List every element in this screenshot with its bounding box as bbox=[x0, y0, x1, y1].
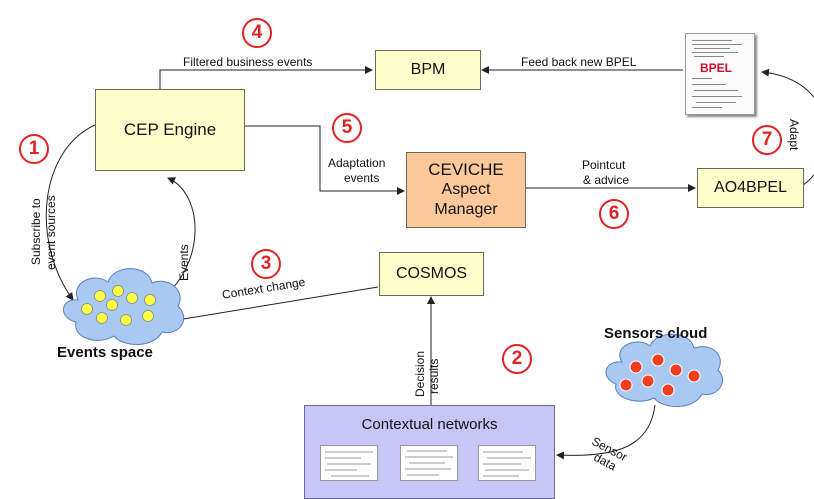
edge-adapt bbox=[761, 68, 814, 186]
bpm-label: BPM bbox=[410, 61, 446, 78]
edge-subscribe bbox=[45, 124, 96, 301]
edge-context-change bbox=[164, 286, 379, 325]
subscribe-label-line1: Subscribe to bbox=[29, 198, 43, 265]
ao4bpel-box: AO4BPEL bbox=[697, 168, 804, 208]
step-marker-1: 1 bbox=[19, 134, 49, 164]
sensors-cloud bbox=[605, 333, 724, 407]
edge-cep-to-bpm bbox=[159, 66, 373, 90]
events-space-cloud bbox=[63, 268, 185, 345]
step-marker-6: 6 bbox=[599, 199, 629, 229]
adaptation-events-label-line1: Adaptation bbox=[328, 156, 386, 170]
ceviche-label-line2: Aspect bbox=[441, 181, 491, 198]
contextual-networks-label: Contextual networks bbox=[361, 416, 498, 433]
decision-results-label-line1: Decision bbox=[413, 350, 427, 397]
step-marker-3: 3 bbox=[251, 249, 281, 279]
edge-sensor-data bbox=[556, 404, 656, 460]
ceviche-label-line1: CEVICHE bbox=[428, 160, 504, 179]
cep-engine-box: CEP Engine bbox=[95, 89, 245, 171]
bpel-document-icon: BPEL bbox=[685, 33, 755, 115]
decision-results-label-line2: results bbox=[427, 358, 441, 394]
ao4bpel-label: AO4BPEL bbox=[714, 179, 787, 196]
filtered-business-events-label: Filtered business events bbox=[183, 55, 313, 69]
ceviche-box: CEVICHE Aspect Manager bbox=[406, 152, 526, 228]
events-label: Events bbox=[177, 244, 191, 281]
edge-events bbox=[161, 177, 196, 299]
step-marker-5: 5 bbox=[332, 113, 362, 143]
bpm-box: BPM bbox=[375, 50, 481, 90]
subscribe-label-line2: event sources bbox=[44, 195, 58, 270]
step-marker-4: 4 bbox=[242, 18, 272, 48]
bpel-document-label: BPEL bbox=[700, 61, 733, 75]
ceviche-label-line3: Manager bbox=[434, 201, 498, 218]
adapt-label: Adapt bbox=[787, 119, 801, 151]
events-space-caption: Events space bbox=[57, 344, 153, 361]
cosmos-box: COSMOS bbox=[379, 252, 484, 296]
step-marker-2: 2 bbox=[502, 344, 532, 374]
feed-back-new-bpel-label: Feed back new BPEL bbox=[521, 55, 637, 69]
pointcut-advice-label-line2: & advice bbox=[583, 173, 630, 187]
network-thumbnail bbox=[400, 445, 458, 481]
adaptation-events-label-line2: events bbox=[344, 171, 380, 185]
sensors-cloud-caption: Sensors cloud bbox=[604, 325, 708, 342]
step-marker-7: 7 bbox=[752, 125, 782, 155]
pointcut-advice-label-line1: Pointcut bbox=[582, 158, 626, 172]
network-thumbnail bbox=[320, 445, 378, 481]
cosmos-label: COSMOS bbox=[395, 265, 468, 282]
edge-cep-to-ceviche bbox=[245, 125, 405, 195]
network-thumbnail bbox=[478, 445, 536, 481]
cep-engine-label: CEP Engine bbox=[123, 120, 217, 139]
